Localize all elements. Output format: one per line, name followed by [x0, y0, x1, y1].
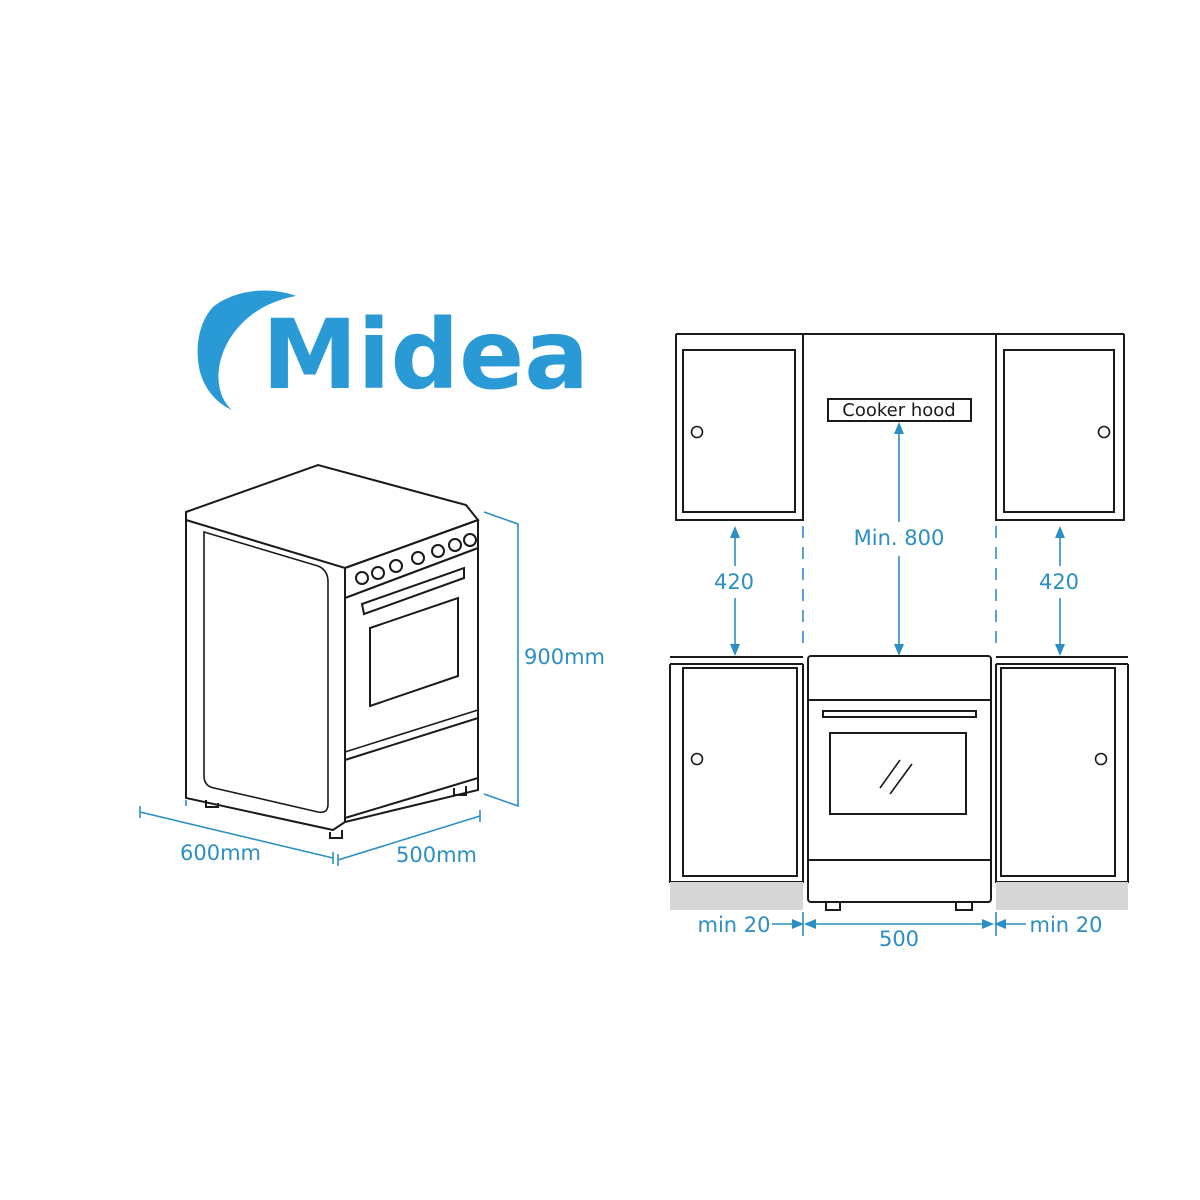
right-floor-plinth	[996, 882, 1128, 910]
hood-clearance-label: Min. 800	[854, 526, 945, 550]
left-cabinet-gap-dimension: 420	[714, 526, 754, 656]
cooker-hood-label: Cooker hood	[842, 400, 955, 421]
cabinet-knob-icon	[690, 425, 704, 439]
midea-logo: Midea	[197, 290, 589, 411]
hood-clearance-dimension: Min. 800	[854, 422, 945, 656]
left-floor-plinth	[670, 882, 803, 910]
oven-side-inset	[203, 530, 329, 814]
midea-logo-icon	[197, 290, 296, 410]
installation-elevation: Cooker hood 420 420 Min. 800	[669, 333, 1129, 951]
lower-right-cabinet	[995, 664, 1129, 883]
left-cabinet-gap-label: 420	[714, 570, 754, 594]
left-side-gap-label: min 20	[698, 913, 771, 937]
bottom-dimensions: min 20 500 min 20	[698, 912, 1103, 951]
cabinet-knob-icon	[1094, 752, 1108, 766]
cabinet-knob-icon	[1097, 425, 1111, 439]
oven-perspective-drawing: 900mm 600mm 500mm	[139, 463, 605, 867]
right-cabinet-gap-label: 420	[1039, 570, 1079, 594]
oven-door-window	[369, 596, 459, 708]
oven-drawer	[344, 716, 479, 819]
cabinet-knob-icon	[690, 752, 704, 766]
oven-knobs	[355, 533, 477, 585]
right-cabinet-gap-dimension: 420	[1039, 526, 1079, 656]
oven-feet	[205, 786, 467, 839]
height-label: 900mm	[524, 645, 605, 669]
brand-wordmark: Midea	[262, 299, 589, 411]
upper-left-cabinet	[675, 334, 804, 521]
oven-drawer-line	[344, 709, 479, 753]
lower-left-cabinet	[669, 664, 804, 883]
oven-front-elevation	[807, 655, 992, 911]
oven-window-reflection-icon	[879, 759, 913, 795]
appliance-width-label: 500	[879, 927, 919, 951]
depth-label: 600mm	[180, 841, 261, 865]
left-countertop	[670, 656, 803, 665]
oven-door-handle	[360, 566, 465, 616]
right-side-gap-label: min 20	[1030, 913, 1103, 937]
oven-dimension-lines	[139, 511, 519, 866]
cooker-hood: Cooker hood	[827, 398, 972, 422]
oven-front-frame	[344, 546, 479, 823]
right-countertop	[996, 656, 1128, 665]
oven-side-panel	[185, 520, 346, 832]
width-label: 500mm	[396, 843, 477, 867]
oven-top-surface	[185, 463, 480, 570]
upper-right-cabinet	[995, 334, 1125, 521]
